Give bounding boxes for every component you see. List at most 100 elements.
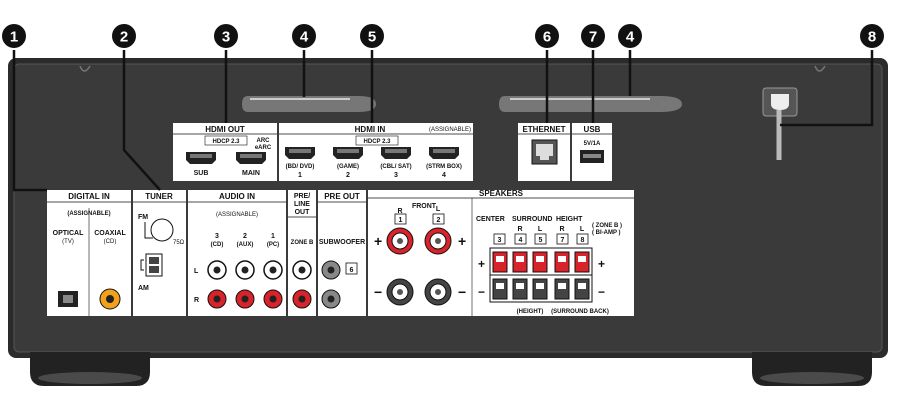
coaxial-sublabel: (CD): [104, 239, 117, 245]
surround-r-num: 4: [519, 237, 523, 244]
fm-label: FM: [138, 214, 148, 221]
surround-r-minus-terminal[interactable]: [512, 278, 528, 300]
front-r-num: 1: [399, 217, 403, 224]
hdmi-in-port-4[interactable]: [429, 147, 459, 159]
chassis-hook-right: [814, 65, 826, 72]
hdmi-out-main-port[interactable]: [236, 152, 266, 164]
surround-r-plus-terminal[interactable]: [512, 251, 528, 273]
audio-in-ch3-name: (CD): [211, 242, 224, 248]
audio-in-1-r-jack[interactable]: [263, 289, 283, 309]
spk-block-minus-right: −: [598, 285, 605, 299]
center-label: CENTER: [476, 216, 505, 223]
callout-5: 5: [360, 24, 384, 48]
hdmi-in-port-2[interactable]: [333, 147, 363, 159]
hdmi-out-hdcp: HDCP 2.3: [213, 139, 241, 145]
height-l-label: L: [580, 226, 585, 233]
tuner-panel: [133, 190, 186, 316]
spk-block-minus-left: −: [478, 285, 485, 299]
audio-in-2-r-jack[interactable]: [235, 289, 255, 309]
height-r-minus-terminal[interactable]: [554, 278, 570, 300]
front-r-minus-terminal[interactable]: [386, 278, 414, 306]
audio-in-assignable: (ASSIGNABLE): [216, 212, 258, 218]
pre-line-out-title-3: OUT: [295, 209, 311, 216]
audio-in-r-label: R: [194, 297, 199, 304]
usb-port[interactable]: [580, 150, 604, 163]
callout-8: 8: [860, 24, 884, 48]
zone-b-l-jack[interactable]: [292, 260, 312, 280]
hdmi-in-port-1-name: (BD/ DVD): [286, 164, 315, 170]
audio-in-ch3-num: 3: [215, 233, 219, 240]
am-label: AM: [138, 285, 149, 292]
front-r-plus-terminal[interactable]: [386, 227, 414, 255]
optical-label: OPTICAL: [53, 230, 84, 237]
hdmi-in-port-4-num: 4: [442, 172, 446, 179]
coaxial-jack[interactable]: [99, 288, 121, 310]
surround-label: SURROUND: [512, 216, 552, 223]
zone-b-speaker-label: ( ZONE B ): [592, 223, 622, 229]
svg-text:1: 1: [10, 29, 18, 46]
callout-4a: 4: [292, 24, 316, 48]
ethernet-port[interactable]: [531, 139, 558, 165]
center-plus-terminal[interactable]: [492, 251, 508, 273]
chassis-hook-left: [79, 65, 91, 72]
front-l-label: L: [436, 206, 441, 213]
hdmi-in-port-1[interactable]: [285, 147, 315, 159]
height-r-plus-terminal[interactable]: [554, 251, 570, 273]
hdmi-in-port-3[interactable]: [381, 147, 411, 159]
audio-in-3-r-jack[interactable]: [207, 289, 227, 309]
hdmi-in-port-2-name: (GAME): [337, 164, 359, 170]
height-l-minus-terminal[interactable]: [574, 278, 590, 300]
hdmi-out-sub-port[interactable]: [186, 152, 216, 164]
svg-text:4: 4: [626, 29, 635, 46]
wifi-antenna-right: [499, 96, 682, 112]
front-l-minus-terminal[interactable]: [424, 278, 452, 306]
zone-b-r-jack[interactable]: [292, 289, 312, 309]
hdmi-in-title: HDMI IN: [355, 125, 386, 134]
callout-2: 2: [112, 24, 136, 48]
fm-ohm-label: 75Ω: [173, 240, 185, 246]
surround-l-label: L: [538, 226, 543, 233]
height-l-plus-terminal[interactable]: [574, 251, 590, 273]
usb-rating: 5V/1A: [584, 141, 601, 147]
subwoofer-jack-1[interactable]: [321, 260, 341, 280]
center-minus-terminal[interactable]: [492, 278, 508, 300]
height-footer-label: (HEIGHT): [517, 309, 544, 315]
audio-in-3-l-jack[interactable]: [207, 260, 227, 280]
front-r-label: R: [397, 208, 402, 215]
wifi-antenna-left: [242, 96, 376, 112]
hdmi-in-port-3-name: (CBL/ SAT): [380, 164, 411, 170]
height-l-num: 8: [581, 237, 585, 244]
svg-text:5: 5: [368, 29, 376, 46]
audio-in-ch2-name: (AUX): [237, 242, 254, 248]
callout-7: 7: [581, 24, 605, 48]
svg-text:6: 6: [543, 29, 551, 46]
surround-back-footer-label: (SURROUND BACK): [551, 309, 609, 315]
front-plus-left: +: [374, 233, 382, 249]
usb-title: USB: [584, 125, 601, 134]
subwoofer-jack-2[interactable]: [321, 289, 341, 309]
audio-in-1-l-jack[interactable]: [263, 260, 283, 280]
hdmi-in-port-3-num: 3: [394, 172, 398, 179]
ethernet-title: ETHERNET: [522, 125, 565, 134]
callout-1: 1: [2, 24, 26, 48]
optical-sublabel: (TV): [62, 239, 74, 245]
optical-jack[interactable]: [58, 291, 78, 307]
surround-l-minus-terminal[interactable]: [532, 278, 548, 300]
subwoofer-num: 6: [350, 267, 354, 274]
audio-in-ch1-num: 1: [271, 233, 275, 240]
callout-6: 6: [535, 24, 559, 48]
surround-r-label: R: [517, 226, 522, 233]
height-r-num: 7: [561, 237, 565, 244]
height-r-label: R: [559, 226, 564, 233]
am-antenna-terminal[interactable]: [140, 253, 163, 277]
audio-in-l-label: L: [194, 268, 199, 275]
surround-l-plus-terminal[interactable]: [532, 251, 548, 273]
front-minus-right: −: [458, 284, 466, 300]
spk-block-plus-right: +: [598, 257, 605, 271]
front-l-plus-terminal[interactable]: [424, 227, 452, 255]
hdmi-out-arc: ARC: [257, 138, 271, 144]
fm-antenna-jack[interactable]: [144, 218, 174, 242]
hdmi-in-port-4-name: (STRM BOX): [426, 164, 462, 170]
front-minus-left: −: [374, 284, 382, 300]
audio-in-2-l-jack[interactable]: [235, 260, 255, 280]
